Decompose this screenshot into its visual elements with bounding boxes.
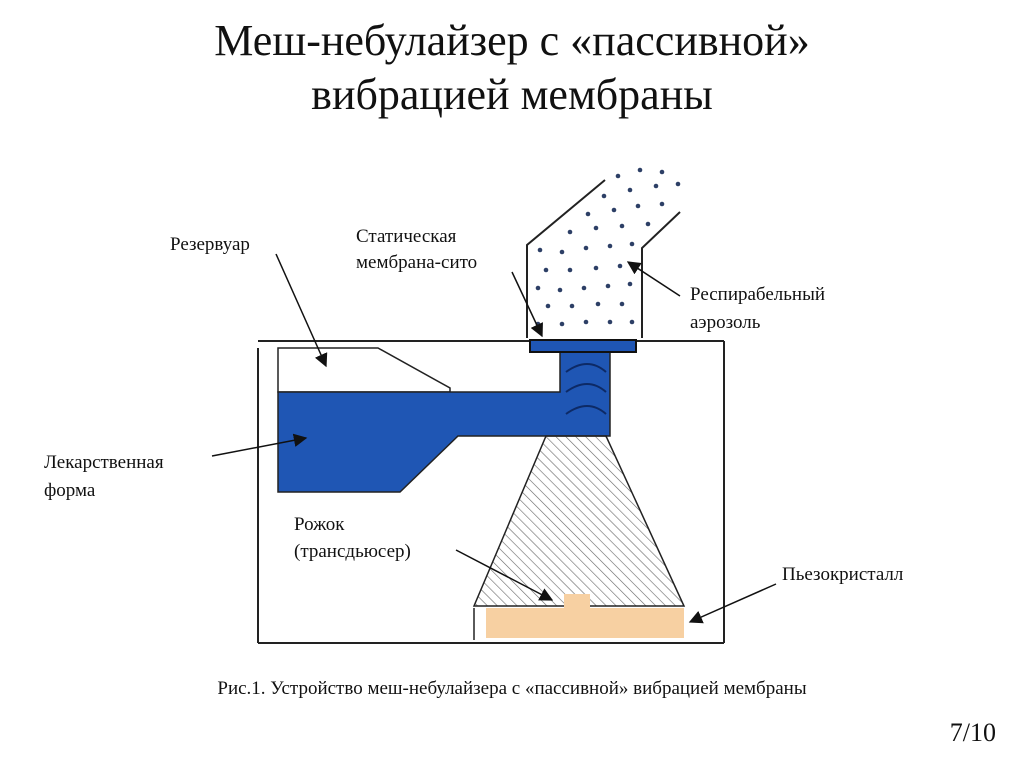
label-piezo: Пьезокристалл <box>782 564 904 585</box>
label-drug-line-2: форма <box>44 480 96 501</box>
drug-liquid <box>277 351 611 493</box>
arrow-drug <box>211 433 308 457</box>
label-horn-line-1: Рожок <box>294 514 345 535</box>
arrow-piezo <box>688 583 777 624</box>
label-horn-line-2: (трансдьюсер) <box>294 541 411 562</box>
label-aerosol-line-1: Респирабельный <box>690 284 825 305</box>
label-drug-line-1: Лекарственная <box>44 452 164 473</box>
label-reservoir: Резервуар <box>170 234 250 255</box>
reservoir-chamber <box>277 347 451 393</box>
mesh-membrane <box>529 339 637 353</box>
slide-title-line-2: вибрацией мембраны <box>311 70 713 119</box>
label-arrows <box>211 253 777 624</box>
aerosol-outlet <box>526 179 681 338</box>
horn-transducer <box>472 435 686 607</box>
arrow-horn <box>455 549 554 601</box>
slide-title: Меш-небулайзер с «пассивной» вибрацией м… <box>0 14 1024 122</box>
device-housing <box>257 340 725 644</box>
slide-title-line-1: Меш-небулайзер с «пассивной» <box>214 16 810 65</box>
arrow-reservoir <box>275 253 328 368</box>
label-aerosol-line-2: аэрозоль <box>690 312 761 333</box>
label-membrane-line-1: Статическая <box>356 226 457 247</box>
label-membrane-line-2: мембрана-сито <box>356 252 477 273</box>
figure-caption: Рис.1. Устройство меш-небулайзера с «пас… <box>217 678 807 699</box>
piezo-crystal <box>486 594 684 638</box>
arrow-aerosol <box>626 261 681 297</box>
vibration-waves <box>565 363 607 415</box>
arrow-membrane <box>511 271 543 338</box>
page-number: 7/10 <box>949 718 996 747</box>
aerosol-particles <box>535 167 681 327</box>
